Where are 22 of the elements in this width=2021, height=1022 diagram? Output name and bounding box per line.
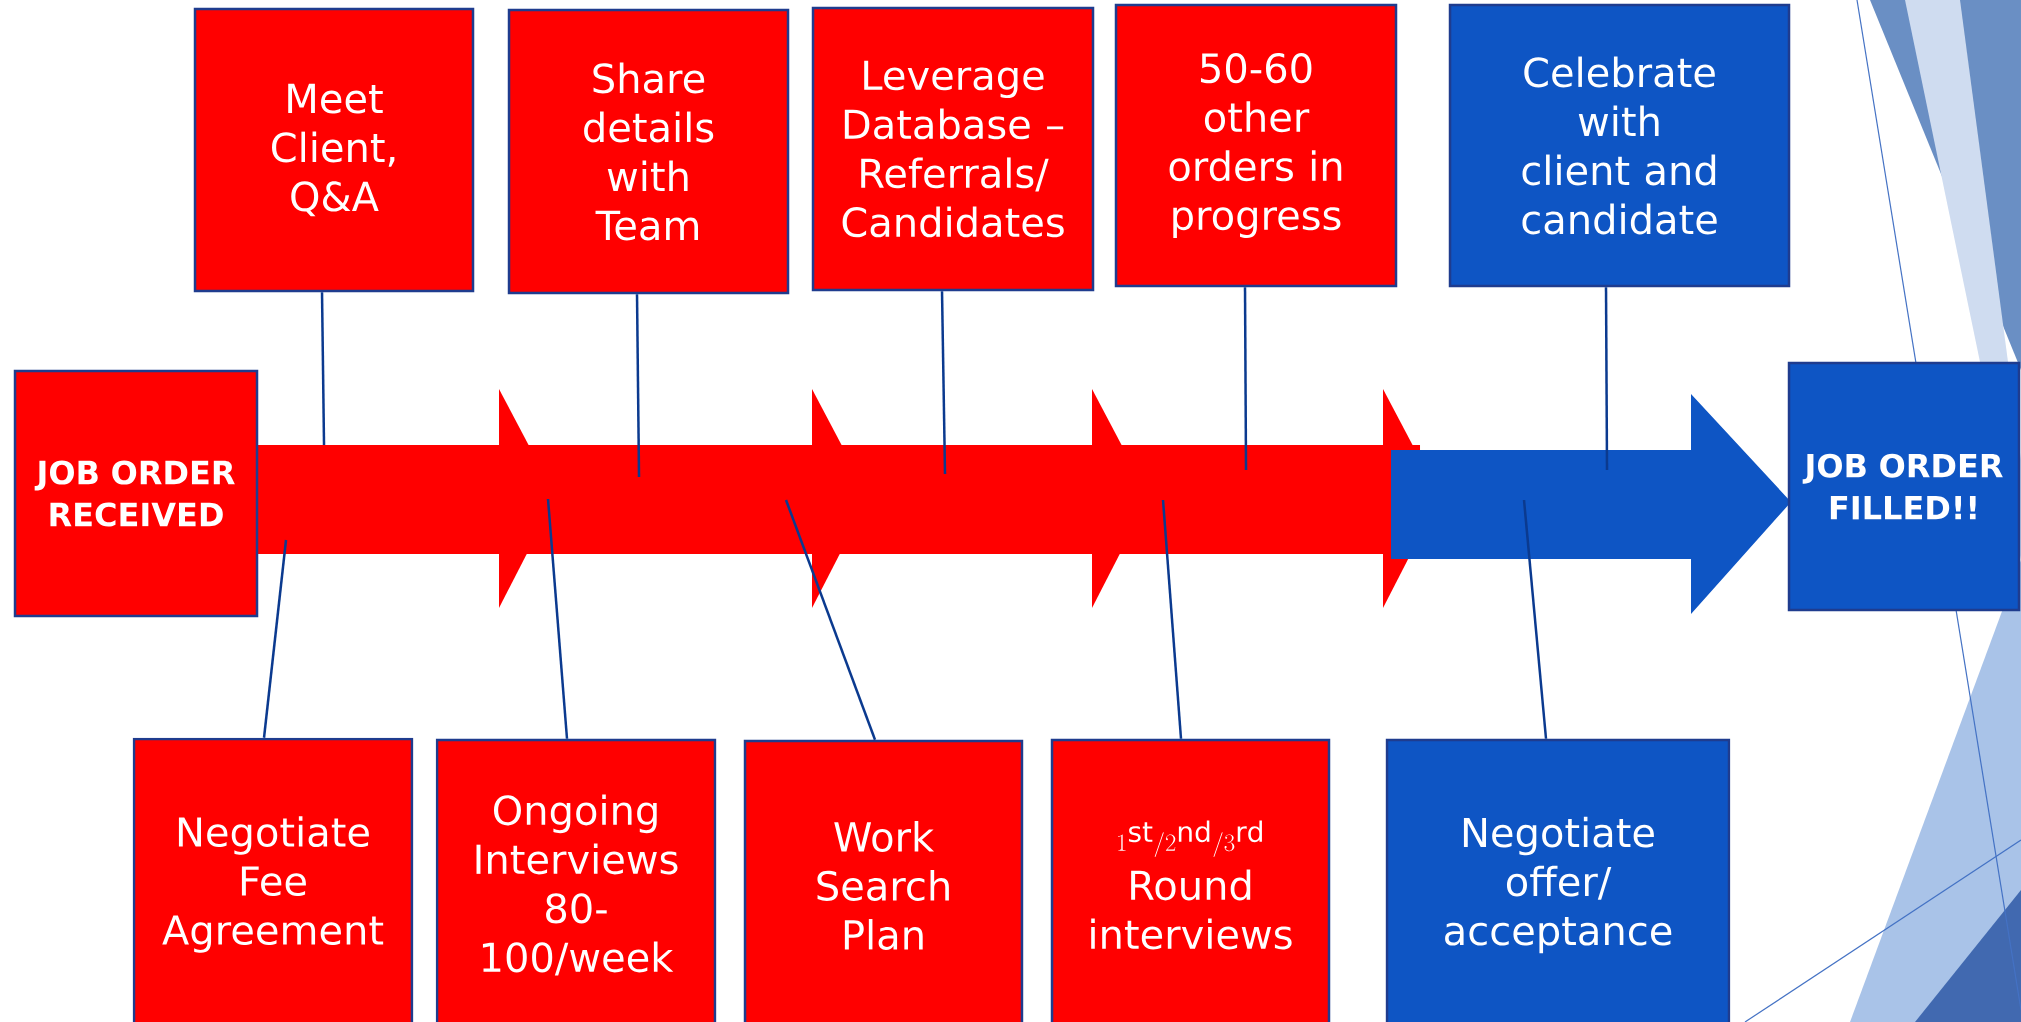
step-box: Work Search Plan bbox=[743, 739, 1024, 1022]
leader-line bbox=[784, 499, 877, 741]
step-box: $1^{\mathrm{st}}/2^{\mathrm{nd}}/3^{\mathrm{rd}}$ Round interviews bbox=[1050, 738, 1331, 1022]
leader-line bbox=[1604, 287, 1609, 470]
leader-line bbox=[262, 539, 288, 738]
step-box: Share details with Team bbox=[507, 8, 790, 295]
leader-line bbox=[546, 498, 569, 739]
leader-line bbox=[320, 292, 326, 445]
step-box: 50-60 other orders in progress bbox=[1114, 3, 1398, 288]
leader-line bbox=[1522, 499, 1548, 739]
step-box: Ongoing Interviews 80-100/week bbox=[435, 738, 717, 1022]
step-box: Leverage Database – Referrals/ Candidates bbox=[811, 6, 1095, 292]
milestone-box: JOB ORDER RECEIVED bbox=[13, 369, 259, 618]
step-box: Celebrate with client and candidate bbox=[1448, 3, 1791, 288]
leader-line bbox=[1161, 499, 1183, 739]
step-box: Meet Client, Q&A bbox=[193, 7, 475, 293]
leader-line bbox=[940, 291, 947, 475]
milestone-box: JOB ORDER FILLED!! bbox=[1787, 361, 2021, 612]
step-box: Negotiate offer/ acceptance bbox=[1385, 738, 1731, 1022]
step-box: Negotiate Fee Agreement bbox=[132, 737, 414, 1022]
leader-line bbox=[1243, 287, 1248, 470]
leader-line bbox=[635, 294, 641, 477]
